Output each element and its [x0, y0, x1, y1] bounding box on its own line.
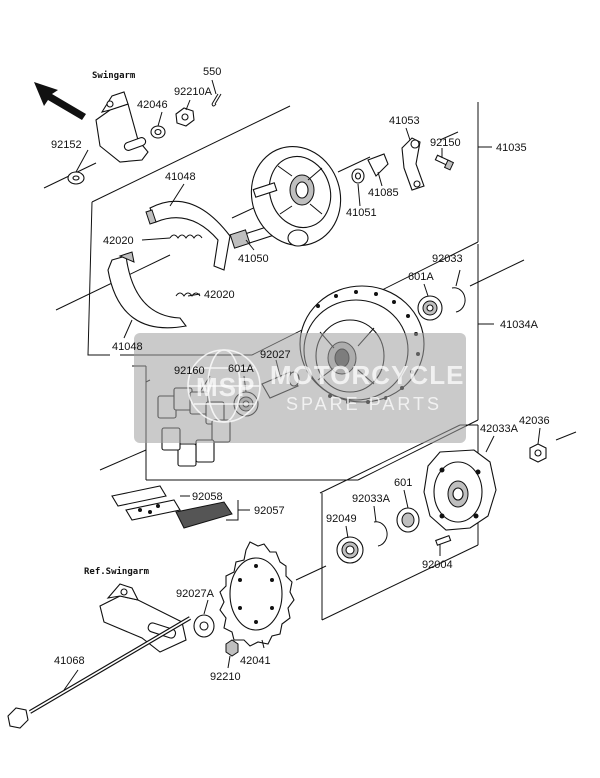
circlip-92033: [451, 287, 466, 313]
rear-sprocket: [219, 541, 295, 647]
label-601A-left: 601A: [228, 363, 254, 375]
label-41035: 41035: [496, 142, 527, 154]
watermark-line1: MOTORCYCLE: [270, 360, 464, 390]
label-42036: 42036: [519, 415, 550, 427]
label-41068: 41068: [54, 655, 85, 667]
seal-41051: [351, 168, 365, 184]
label-ref-swingarm: Ref.Swingarm: [84, 566, 150, 577]
label-41034A: 41034A: [500, 319, 539, 331]
label-601A-right: 601A: [408, 271, 434, 283]
bearing-601A-right: [417, 295, 443, 321]
label-92150: 92150: [430, 137, 461, 149]
label-92057: 92057: [254, 505, 285, 517]
swingarm-part: [95, 91, 149, 163]
label-550: 550: [203, 66, 221, 78]
label-41048-bottom: 41048: [112, 341, 143, 353]
bearing-601: [396, 507, 420, 533]
label-42046: 42046: [137, 99, 168, 111]
axle-41068: [7, 616, 192, 729]
label-42041: 42041: [240, 655, 271, 667]
watermark-line2: SPARE PARTS: [286, 394, 442, 414]
watermark-brand: MSP: [196, 372, 255, 402]
label-41051: 41051: [346, 207, 377, 219]
label-92160: 92160: [174, 365, 205, 377]
brake-panel: [250, 145, 342, 247]
seal-92049: [336, 536, 364, 564]
brake-shoe-upper: [145, 200, 231, 271]
label-92004: 92004: [422, 559, 453, 571]
bolt-92150: [434, 154, 455, 171]
watermark: MSP MOTORCYCLE SPARE PARTS: [134, 333, 466, 443]
label-swingarm: Swingarm: [92, 70, 136, 81]
label-92027A: 92027A: [176, 588, 215, 600]
brake-shoe-lower: [107, 251, 187, 329]
nut-92210A: [175, 107, 195, 127]
label-92210A: 92210A: [174, 86, 213, 98]
front-direction-arrow: [34, 82, 86, 120]
stud-92004: [435, 535, 452, 546]
sprocket-coupling: [423, 449, 497, 531]
washer-92152: [67, 171, 85, 185]
label-92210: 92210: [210, 671, 241, 683]
label-41050: 41050: [238, 253, 269, 265]
spring-lower: [175, 292, 201, 297]
nut-42036: [529, 443, 547, 463]
nut-92210: [225, 639, 239, 657]
washer-42046: [150, 125, 166, 139]
label-42033A: 42033A: [480, 423, 519, 435]
label-41085: 41085: [368, 187, 399, 199]
label-41048-top: 41048: [165, 171, 196, 183]
chain-adjuster-plates: [111, 485, 233, 529]
label-42020-top: 42020: [103, 235, 134, 247]
circlip-92033A: [373, 521, 388, 547]
ref-swingarm-part: [99, 583, 187, 653]
label-42020-bottom: 42020: [204, 289, 235, 301]
brake-arm-41053: [401, 137, 425, 191]
cotter-pin-550: [211, 93, 222, 107]
label-41053: 41053: [389, 115, 420, 127]
label-92033: 92033: [432, 253, 463, 265]
label-601: 601: [394, 477, 412, 489]
label-92033A: 92033A: [352, 493, 391, 505]
watermark-globe-icon: [187, 349, 261, 423]
label-92027: 92027: [260, 349, 291, 361]
spring-upper: [169, 234, 203, 239]
indicator-41085: [367, 153, 389, 177]
label-92152: 92152: [51, 139, 82, 151]
spacer-92027A: [193, 614, 215, 638]
label-92058: 92058: [192, 491, 223, 503]
part-labels: Swingarm 550 92210A 42046 92152 41048 42…: [51, 66, 550, 683]
label-92049: 92049: [326, 513, 357, 525]
